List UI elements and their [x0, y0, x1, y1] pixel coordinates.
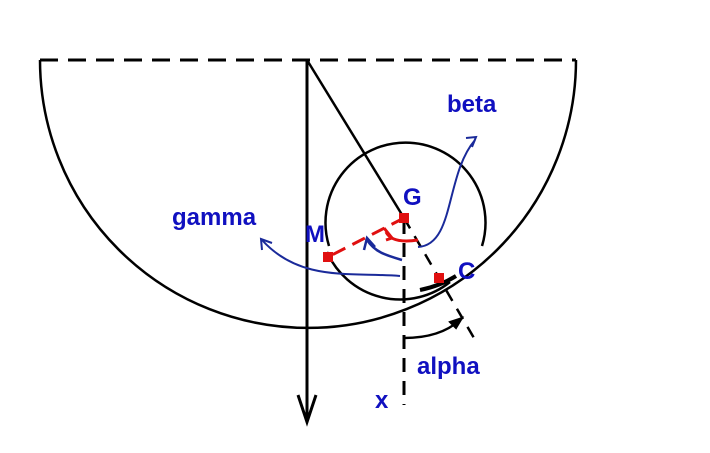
disc-circle-lower — [325, 251, 451, 301]
red-arrow-icon — [382, 227, 395, 242]
label-C: C — [458, 258, 475, 285]
alpha-arrow-icon — [448, 316, 465, 330]
gamma-arrow-curve — [261, 239, 401, 277]
disc-circle — [324, 141, 487, 247]
point-M — [323, 252, 333, 262]
label-beta: beta — [447, 91, 497, 118]
label-x: x — [375, 387, 389, 414]
label-G: G — [403, 184, 422, 211]
beta-arrow-curve — [417, 139, 476, 248]
inner-blue-arrow-curve — [365, 239, 403, 262]
inner-blue-arrow-icon — [362, 235, 376, 251]
beta-arrow-icon — [465, 135, 478, 148]
gm-dashed-line — [327, 216, 405, 259]
center-to-contact-line — [305, 59, 406, 219]
label-M: M — [305, 221, 325, 248]
point-G — [399, 213, 409, 223]
label-gamma: gamma — [172, 204, 257, 231]
contact-tangent — [419, 274, 458, 292]
vertical-axis-arrow-icon — [296, 394, 318, 427]
point-C — [434, 273, 444, 283]
label-alpha: alpha — [417, 353, 480, 380]
gamma-arrow-icon — [259, 237, 273, 251]
